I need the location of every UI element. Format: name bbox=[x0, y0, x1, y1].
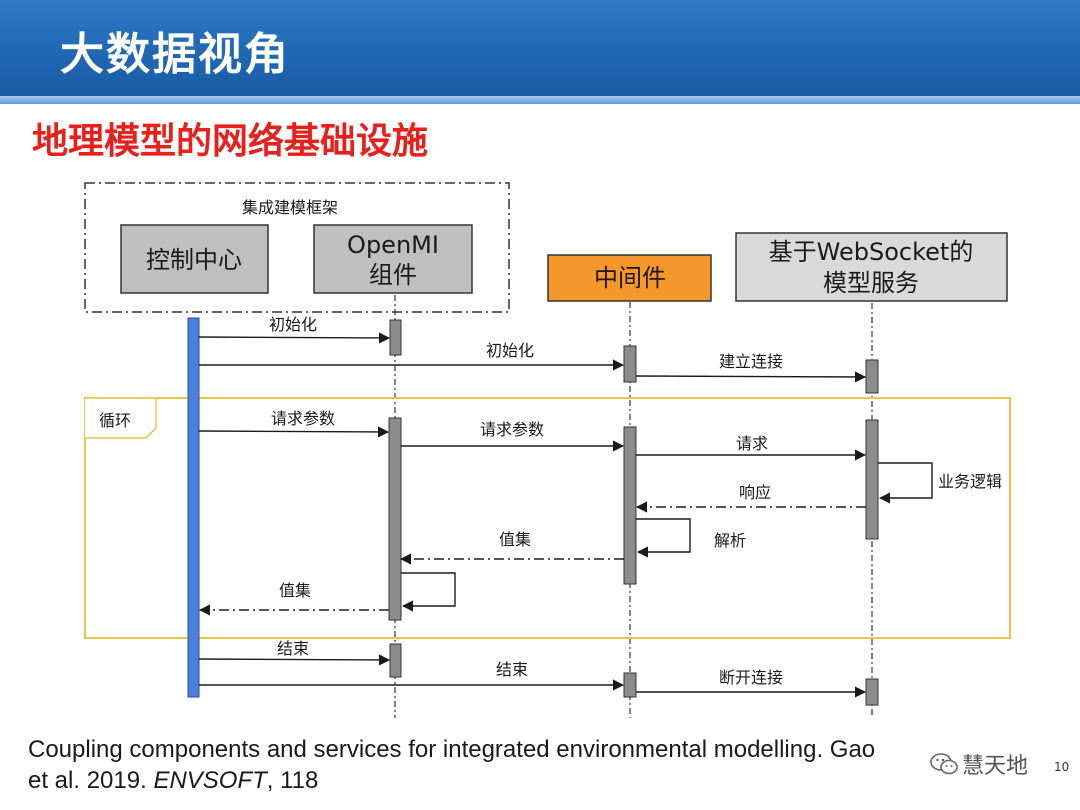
service-activation-init bbox=[865, 359, 879, 394]
service-label-line1: 基于WebSocket的 bbox=[769, 238, 974, 266]
msg-end-middleware-label: 结束 bbox=[496, 660, 528, 679]
msg-end-openmi bbox=[198, 654, 391, 666]
citation-line1: Coupling components and services for int… bbox=[28, 736, 876, 763]
wechat-icon bbox=[930, 753, 958, 775]
framework-frame bbox=[84, 182, 510, 313]
msg-connect-label: 建立连接 bbox=[719, 352, 783, 371]
msg-parse bbox=[636, 518, 691, 558]
middleware-box bbox=[547, 254, 712, 302]
citation-line2: et al. 2019. ENVSOFT, 118 bbox=[28, 765, 875, 796]
openmi-activation-end bbox=[389, 643, 402, 678]
watermark: 慧天地 bbox=[930, 748, 1028, 780]
msg-parse-label: 解析 bbox=[714, 531, 746, 550]
msg-self-openmi bbox=[401, 572, 456, 612]
banner-stripe bbox=[0, 96, 1080, 104]
title-banner: 大数据视角 bbox=[0, 0, 1080, 104]
loop-tag bbox=[85, 397, 157, 439]
msg-response-label: 响应 bbox=[739, 483, 771, 502]
middleware-activation-end bbox=[623, 672, 637, 698]
openmi-label-line2: 组件 bbox=[369, 261, 417, 289]
msg-request-params-openmi-label: 请求参数 bbox=[271, 409, 335, 428]
openmi-label-line1: OpenMI bbox=[347, 231, 439, 259]
msg-values-openmi-label: 值集 bbox=[499, 530, 531, 549]
websocket-service-box bbox=[735, 232, 1008, 302]
msg-disconnect-label: 断开连接 bbox=[719, 668, 783, 687]
framework-label: 集成建模框架 bbox=[242, 198, 338, 217]
control-center-box bbox=[120, 224, 269, 294]
msg-values-control-label: 值集 bbox=[279, 581, 311, 600]
msg-request-params-openmi bbox=[198, 426, 390, 438]
openmi-activation-loop bbox=[388, 417, 402, 621]
msg-business-logic bbox=[878, 462, 933, 504]
openmi-activation-init bbox=[389, 319, 402, 356]
msg-init-openmi bbox=[198, 332, 391, 344]
middleware-activation-loop bbox=[623, 426, 637, 585]
page-number: 10 bbox=[1054, 760, 1070, 774]
middleware-activation-init bbox=[623, 345, 637, 383]
openmi-component-box bbox=[313, 224, 473, 294]
citation: Coupling components and services for int… bbox=[28, 734, 875, 796]
loop-label: 循环 bbox=[99, 411, 131, 430]
msg-connect bbox=[635, 371, 867, 383]
msg-init-middleware-label: 初始化 bbox=[486, 341, 534, 360]
citation-journal: ENVSOFT bbox=[153, 767, 267, 794]
control-activation bbox=[187, 317, 200, 698]
citation-suffix: , 118 bbox=[266, 767, 319, 794]
citation-prefix: et al. 2019. bbox=[28, 767, 154, 794]
msg-business-logic-label: 业务逻辑 bbox=[938, 472, 1002, 491]
msg-request-params-middleware-label: 请求参数 bbox=[480, 420, 544, 439]
msg-end-openmi-label: 结束 bbox=[277, 639, 309, 658]
service-activation-end bbox=[865, 678, 879, 706]
service-activation-loop bbox=[865, 419, 879, 540]
service-label-line2: 模型服务 bbox=[823, 269, 919, 297]
loop-frame bbox=[84, 397, 1011, 639]
control-center-label: 控制中心 bbox=[146, 246, 242, 274]
msg-request-label: 请求 bbox=[736, 434, 768, 453]
slide-title: 大数据视角 bbox=[60, 29, 290, 80]
middleware-label: 中间件 bbox=[594, 264, 666, 292]
msg-init-openmi-label: 初始化 bbox=[269, 315, 317, 334]
slide-subtitle: 地理模型的网络基础设施 bbox=[32, 121, 429, 162]
watermark-text: 慧天地 bbox=[962, 754, 1029, 779]
